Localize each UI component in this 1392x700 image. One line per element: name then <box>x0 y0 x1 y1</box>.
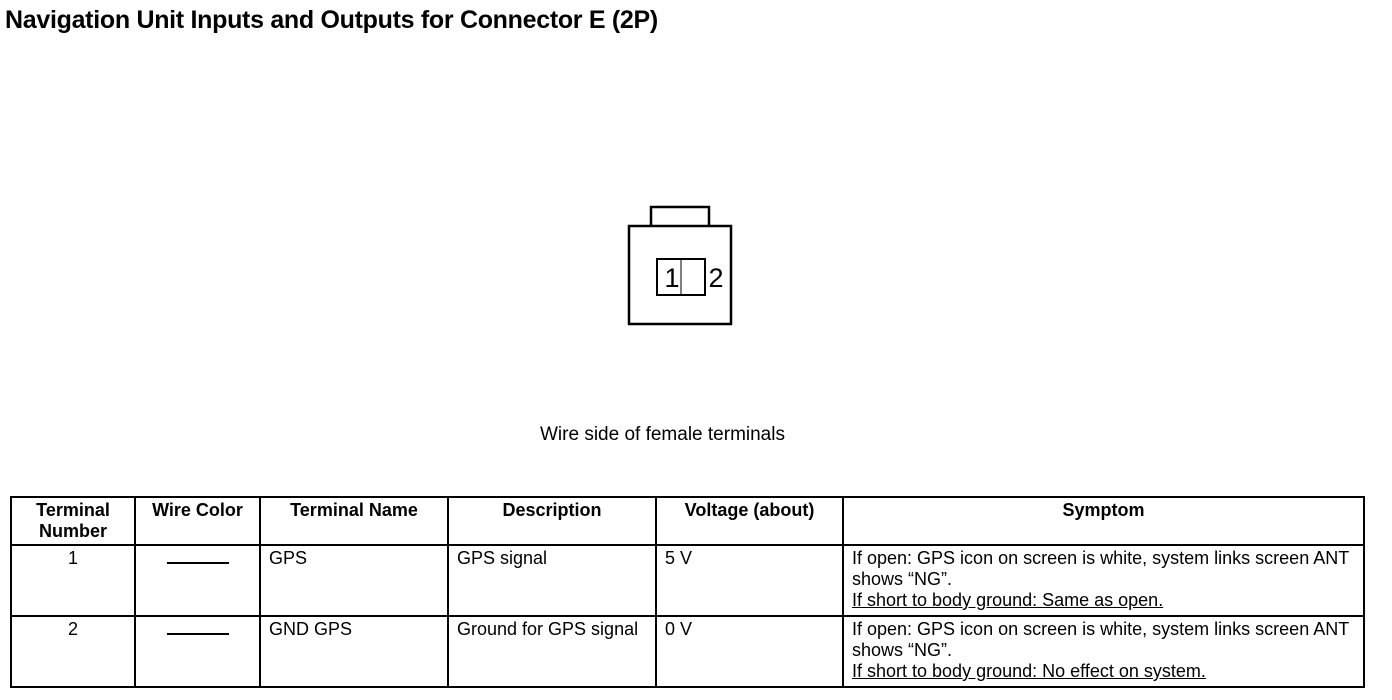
symptom-short-text: If short to body ground: No effect on sy… <box>852 661 1206 681</box>
symptom-open-text: If open: GPS icon on screen is white, sy… <box>852 619 1349 660</box>
table-row: 1 GPS GPS signal 5 V If open: GPS icon o… <box>10 544 1365 617</box>
header-description: Description <box>447 496 657 546</box>
header-voltage: Voltage (about) <box>655 496 844 546</box>
terminal-number-cell: 1 <box>10 544 136 617</box>
connector-diagram: 1 2 <box>627 205 733 326</box>
terminal-2-label: 2 <box>708 263 723 293</box>
symptom-short-text: If short to body ground: Same as open. <box>852 590 1164 610</box>
header-symptom: Symptom <box>842 496 1365 546</box>
terminal-name-cell: GPS <box>259 544 449 617</box>
terminal-name-cell: GND GPS <box>259 615 449 688</box>
wire-color-cell <box>134 544 261 617</box>
symptom-open-text: If open: GPS icon on screen is white, sy… <box>852 548 1349 589</box>
table-row: 2 GND GPS Ground for GPS signal 0 V If o… <box>10 615 1365 688</box>
wire-line-icon <box>166 633 229 635</box>
page-title: Navigation Unit Inputs and Outputs for C… <box>5 6 658 34</box>
header-terminal-name: Terminal Name <box>259 496 449 546</box>
symptom-cell: If open: GPS icon on screen is white, sy… <box>842 615 1365 688</box>
header-terminal-number: Terminal Number <box>10 496 136 546</box>
wire-line-icon <box>166 562 229 564</box>
description-cell: GPS signal <box>447 544 657 617</box>
io-table: Terminal Number Wire Color Terminal Name… <box>10 496 1365 688</box>
table-header-row: Terminal Number Wire Color Terminal Name… <box>10 496 1365 546</box>
symptom-cell: If open: GPS icon on screen is white, sy… <box>842 544 1365 617</box>
description-cell: Ground for GPS signal <box>447 615 657 688</box>
voltage-cell: 5 V <box>655 544 844 617</box>
terminal-1-label: 1 <box>664 263 679 293</box>
terminal-number-cell: 2 <box>10 615 136 688</box>
connector-caption: Wire side of female terminals <box>540 424 785 445</box>
voltage-cell: 0 V <box>655 615 844 688</box>
header-wire-color: Wire Color <box>134 496 261 546</box>
wire-color-cell <box>134 615 261 688</box>
connector-latch <box>649 205 711 229</box>
